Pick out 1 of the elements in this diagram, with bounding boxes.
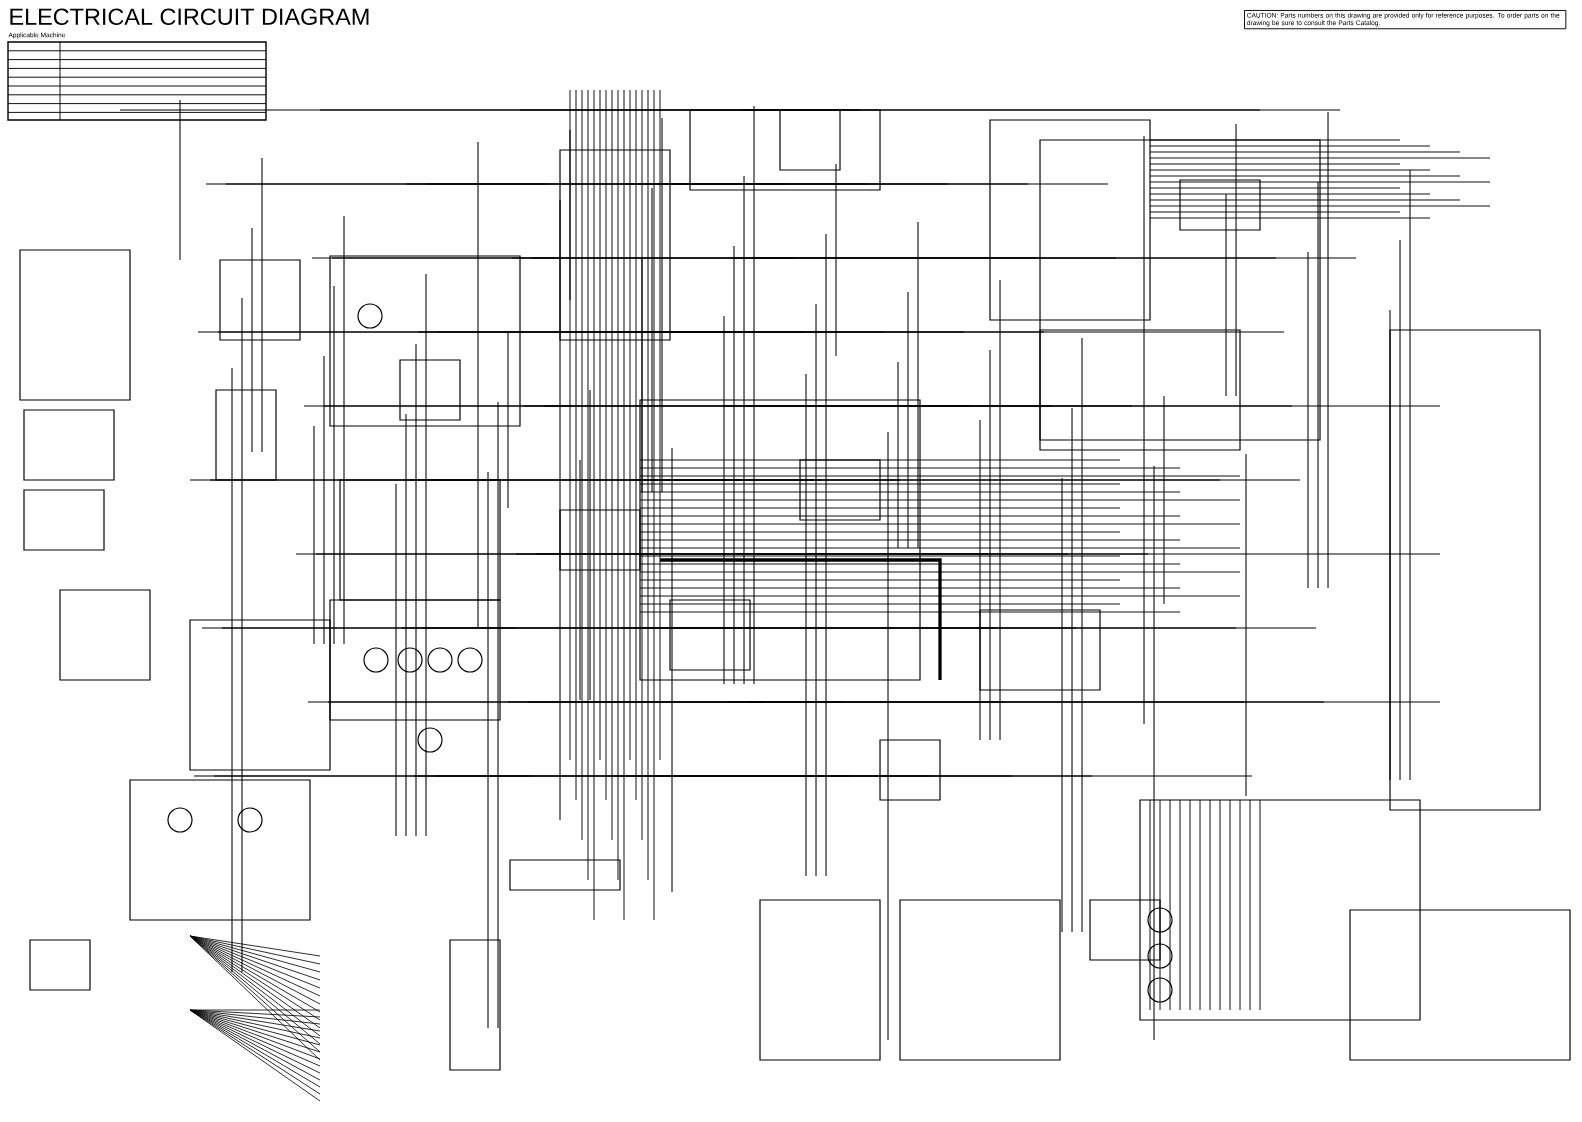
title: ELECTRICAL CIRCUIT DIAGRAM (10, 8, 369, 26)
